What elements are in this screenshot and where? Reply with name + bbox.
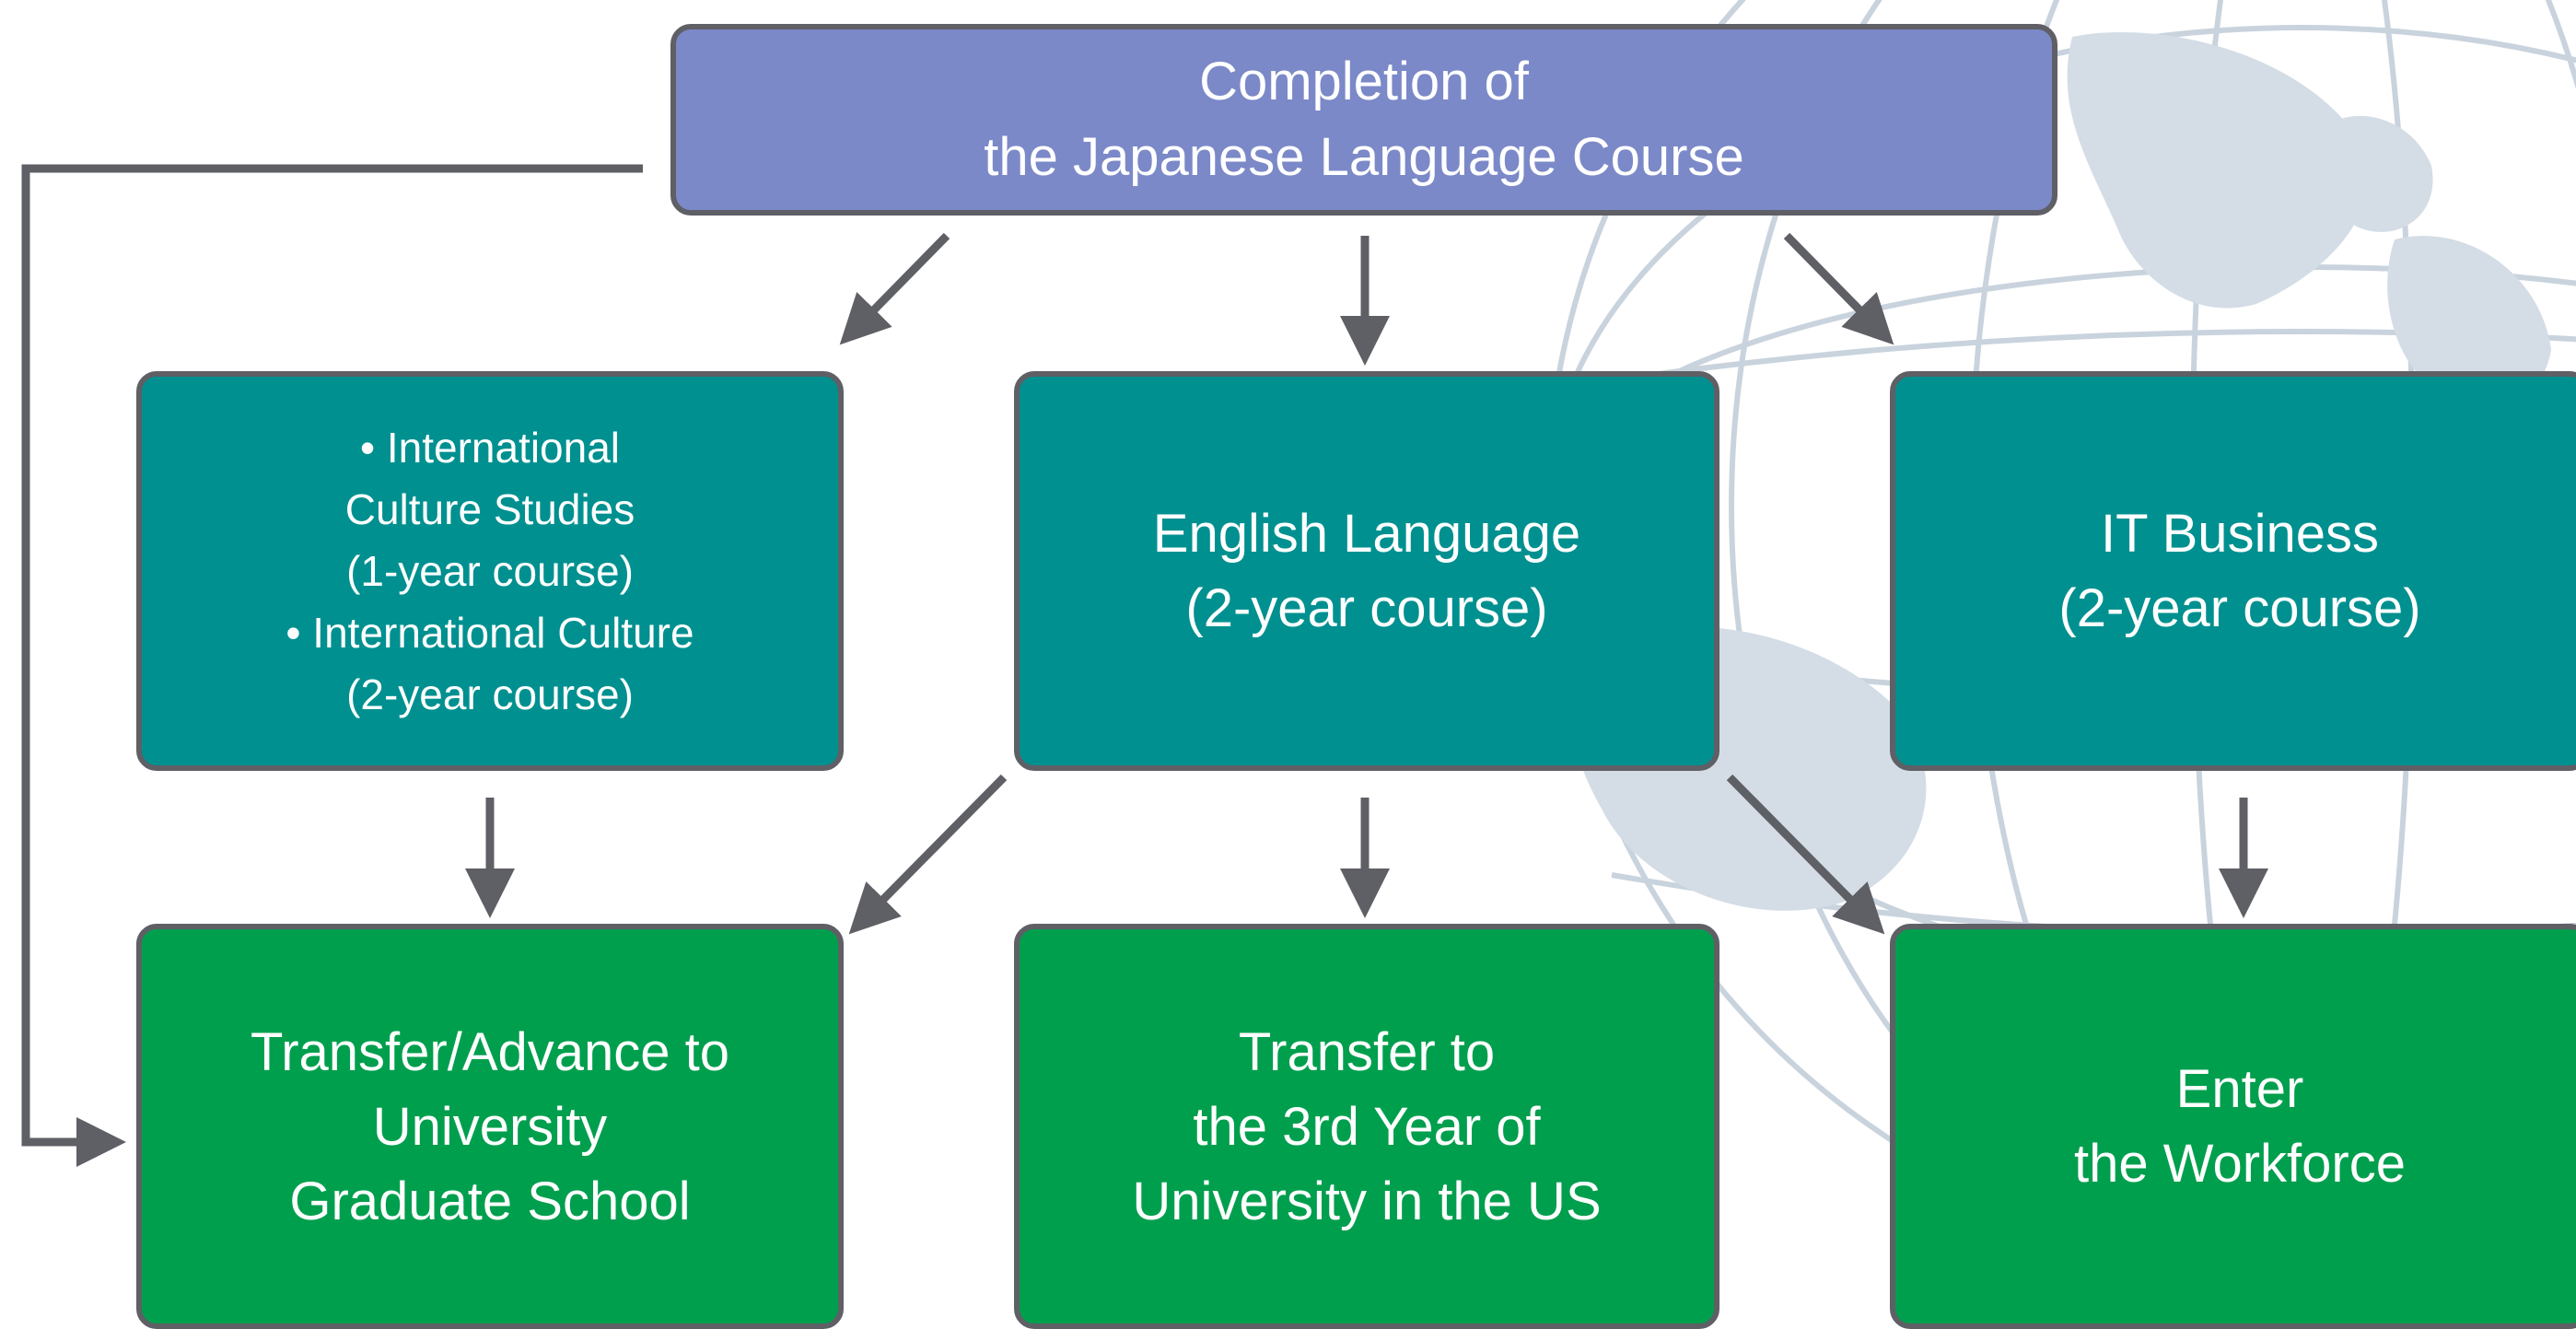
box-text-line: Transfer to: [1238, 1021, 1496, 1082]
arrow-top-to-intl: [839, 232, 950, 345]
arrow-english-to-work: [1726, 774, 1885, 935]
it-business-course-box: IT Business (2-year course): [1890, 371, 2576, 771]
arrow-top-to-univ-bypass: [21, 164, 643, 1167]
english-language-course-box: English Language (2-year course): [1014, 371, 1719, 771]
arrow-english-to-univ: [848, 774, 1008, 935]
box-text-line: University in the US: [1132, 1171, 1602, 1231]
box-text-line: the 3rd Year of: [1193, 1096, 1541, 1157]
us-university-transfer-box: Transfer to the 3rd Year of University in …: [1014, 924, 1719, 1329]
box-text-line: • International: [359, 423, 621, 472]
box-text-line: Graduate School: [289, 1171, 691, 1231]
box-text-line: Transfer/Advance to: [250, 1021, 730, 1082]
box-text-line: the Workforce: [2074, 1134, 2406, 1194]
box-text-line: (2-year course): [1185, 578, 1548, 638]
box-text-line: (1-year course): [346, 546, 634, 595]
box-text-line: Culture Studies: [344, 484, 635, 533]
box-text-line: • International Culture: [286, 608, 694, 657]
completion-japanese-course-box: Completion of the Japanese Language Cours…: [670, 24, 2057, 216]
box-text-line: Completion of: [1199, 52, 1529, 111]
box-text-line: IT Business: [2101, 504, 2379, 564]
box-text-line: English Language: [1152, 504, 1581, 564]
box-text-line: (2-year course): [346, 670, 634, 718]
box-text-line: University: [372, 1096, 608, 1157]
box-text-line: Enter: [2175, 1059, 2304, 1119]
box-text-line: the Japanese Language Course: [984, 127, 1744, 187]
box-text-line: (2-year course): [2058, 578, 2421, 638]
arrow-top-to-it: [1783, 232, 1894, 345]
enter-workforce-box: Enter the Workforce: [1890, 924, 2576, 1329]
